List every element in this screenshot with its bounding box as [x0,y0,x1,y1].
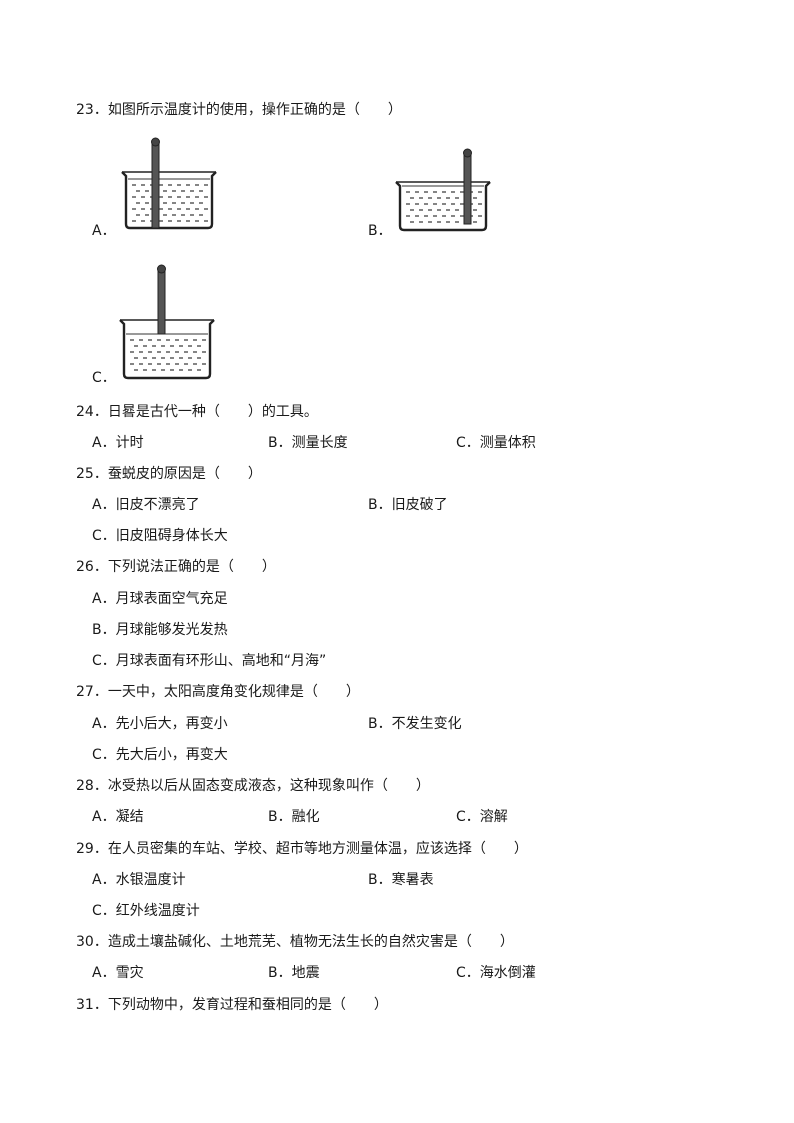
q29-option-b: B．寒暑表 [368,872,434,888]
question-25-stem: 25．蚕蜕皮的原因是（ ） [76,466,262,482]
q29-option-a: A．水银温度计 [92,872,186,888]
q25-option-a: A．旧皮不漂亮了 [92,497,200,513]
q28-option-a: A．凝结 [92,809,144,825]
q24-option-b: B．测量长度 [268,435,348,451]
option-label-c: C． [92,370,116,386]
beaker-figure-b [395,148,491,232]
q30-option-c: C．海水倒灌 [456,965,536,981]
question-24-stem: 24．日晷是古代一种（ ）的工具。 [76,404,318,420]
q26-option-a: A．月球表面空气充足 [92,591,228,607]
q26-option-c: C．月球表面有环形山、高地和“月海” [92,653,327,669]
q27-option-c: C．先大后小，再变大 [92,747,228,763]
question-29-stem: 29．在人员密集的车站、学校、超市等地方测量体温，应该选择（ ） [76,841,528,857]
question-23-stem: 23．如图所示温度计的使用，操作正确的是（ ） [76,102,402,118]
q25-option-c: C．旧皮阻碍身体长大 [92,528,228,544]
beaker-figure-c [119,264,215,380]
question-31-stem: 31．下列动物中，发育过程和蚕相同的是（ ） [76,997,388,1013]
q30-option-b: B．地震 [268,965,320,981]
q25-option-b: B．旧皮破了 [368,497,448,513]
option-label-a: A． [92,223,116,239]
question-28-stem: 28．冰受热以后从固态变成液态，这种现象叫作（ ） [76,778,430,794]
q24-option-c: C．测量体积 [456,435,536,451]
q29-option-c: C．红外线温度计 [92,903,200,919]
thermometer-c [157,264,166,335]
q24-option-a: A．计时 [92,435,144,451]
question-26-stem: 26．下列说法正确的是（ ） [76,559,276,575]
q27-option-a: A．先小后大，再变小 [92,716,228,732]
question-27-stem: 27．一天中，太阳高度角变化规律是（ ） [76,684,360,700]
thermometer-b [463,148,472,225]
q26-option-b: B．月球能够发光发热 [92,622,228,638]
q28-option-b: B．融化 [268,809,320,825]
thermometer-a [151,137,160,229]
option-label-b: B． [368,223,392,239]
q28-option-c: C．溶解 [456,809,508,825]
beaker-figure-a [121,137,217,230]
q30-option-a: A．雪灾 [92,965,144,981]
question-30-stem: 30．造成土壤盐碱化、土地荒芜、植物无法生长的自然灾害是（ ） [76,934,514,950]
q27-option-b: B．不发生变化 [368,716,462,732]
